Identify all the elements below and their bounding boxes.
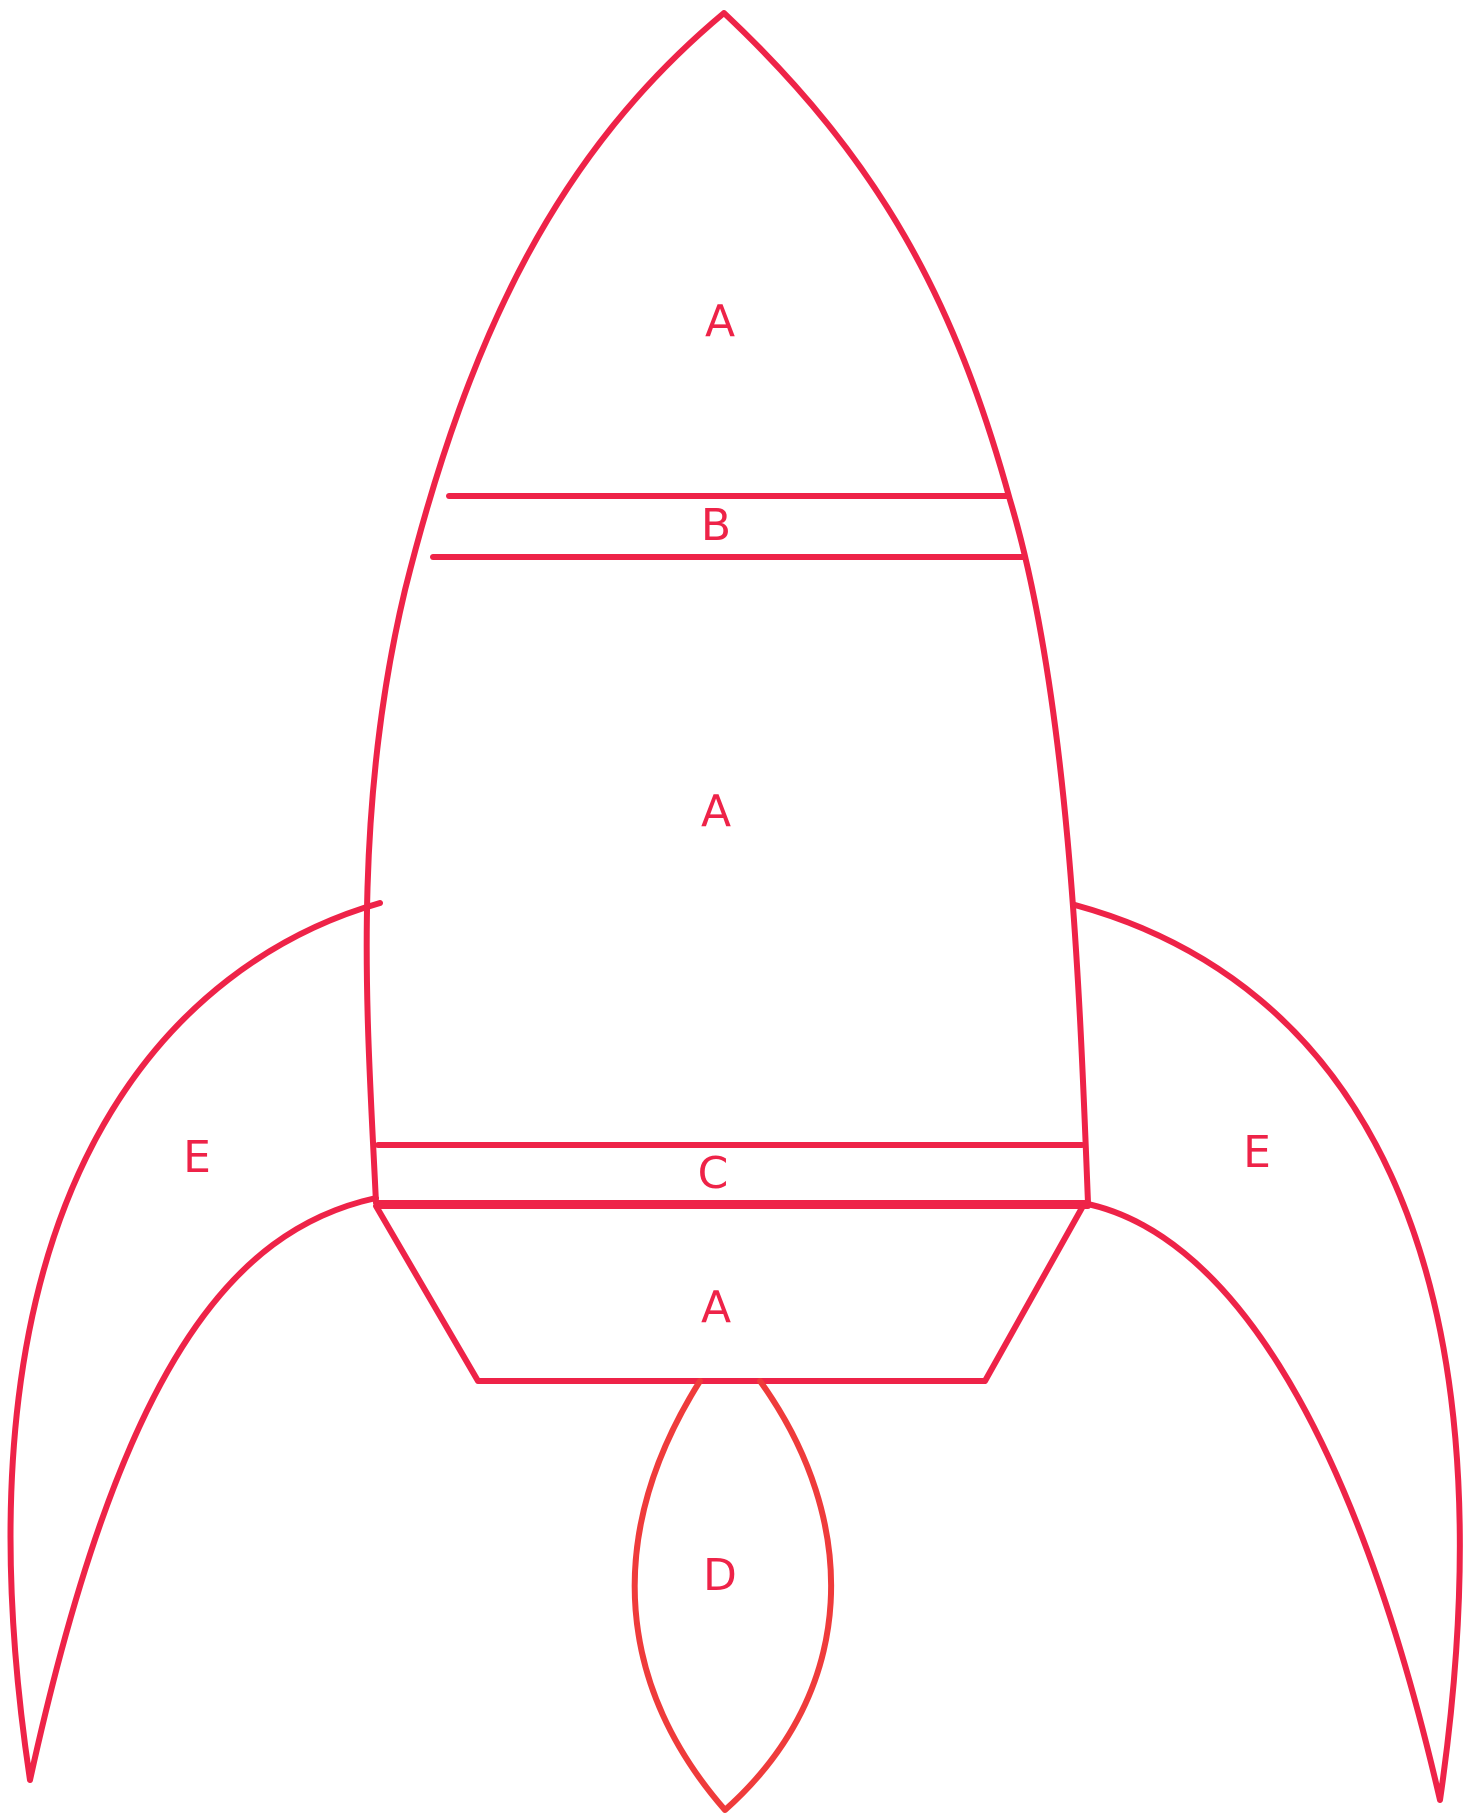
label-nose: A — [705, 296, 735, 347]
label-stripe-c: C — [698, 1148, 729, 1199]
fin-left-outline — [11, 903, 380, 1780]
label-fin-left: E — [183, 1132, 211, 1183]
label-base: A — [701, 1282, 731, 1333]
rocket-body-outline — [367, 13, 1088, 1203]
label-body: A — [701, 786, 731, 837]
fin-right-outline — [1075, 905, 1460, 1800]
label-fin-right: E — [1243, 1127, 1271, 1178]
label-stripe-b: B — [701, 500, 731, 551]
label-flame: D — [703, 1550, 737, 1601]
